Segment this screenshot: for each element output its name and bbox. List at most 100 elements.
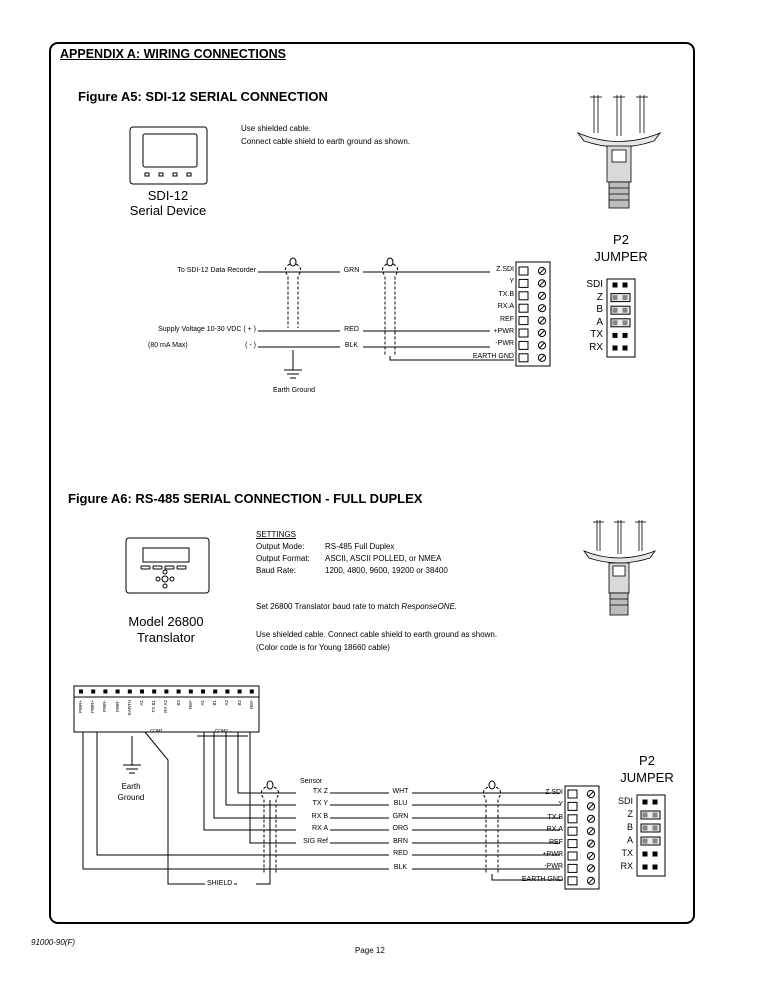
translator-terminal-label: A1	[139, 700, 144, 706]
terminal-label: REF	[500, 315, 514, 323]
sensor-signal-label: TX Y	[312, 800, 328, 807]
terminal-label: RX.A	[497, 303, 514, 311]
figure-a6-title: Figure A6: RS-485 SERIAL CONNECTION - FU…	[68, 491, 423, 506]
supply-max-label: (80 mA Max)	[148, 342, 188, 349]
terminal-label: REF	[549, 838, 563, 846]
setting-label: Output Format:	[256, 554, 310, 563]
terminal-label: RX.A	[546, 826, 563, 834]
jumper-row-label: B	[626, 822, 633, 832]
terminal-label: Y	[509, 278, 514, 286]
supply-voltage-label: Supply Voltage 10-30 VDC ( + )	[158, 326, 256, 333]
sensor-signal-label: TX Z	[312, 788, 328, 795]
screw-slot	[539, 292, 545, 299]
terminal-label: EARTH GND	[472, 352, 514, 360]
jumper-row-label: RX	[589, 342, 603, 353]
jumper-pin	[642, 799, 648, 805]
sdi12-device-icon	[129, 126, 208, 185]
terminal-slot	[567, 839, 578, 849]
screw-slot	[588, 803, 594, 810]
jumper-pin	[642, 864, 648, 870]
terminal-slot	[567, 826, 578, 836]
a5-note-line2: Connect cable shield to earth ground as …	[241, 137, 410, 146]
settings-heading: SETTINGS	[256, 530, 297, 539]
screw-slot	[539, 305, 545, 312]
wire-color-label: BLK	[393, 864, 408, 871]
setting-value: RS-485 Full Duplex	[325, 542, 395, 551]
a5-jumper-subtitle: JUMPER	[594, 249, 648, 264]
jumper-pin	[642, 851, 648, 857]
jumper-row-label: A	[626, 835, 633, 845]
translator-device-icon	[125, 537, 210, 594]
terminal-screw-icon	[537, 304, 547, 313]
jumper-shunt	[610, 318, 631, 328]
figure-a5-title: Figure A5: SDI-12 SERIAL CONNECTION	[78, 89, 328, 104]
screw-slot	[539, 280, 545, 287]
screw-slot	[588, 815, 594, 822]
terminal-screw-icon	[537, 341, 547, 350]
rs485-wiring	[82, 731, 563, 885]
terminal-screw-icon	[586, 839, 596, 848]
translator-label: Model 26800	[128, 614, 204, 629]
translator-terminal-label: A1	[200, 700, 205, 706]
terminal-slot	[567, 814, 578, 824]
jumper-row-label: SDI	[617, 796, 633, 806]
translator-terminal-label: B1	[212, 700, 218, 706]
translator-terminal-label: PWR+	[90, 700, 96, 714]
terminal-screw-icon	[537, 316, 547, 325]
to-recorder-label: To SDI-12 Data Recorder	[177, 267, 256, 274]
jumper-pin	[612, 282, 618, 288]
wire-color-label: ORG	[392, 825, 409, 832]
terminal-label: -PWR	[495, 340, 514, 348]
cable-note-line2: (Color code is for Young 18660 cable)	[256, 643, 390, 652]
strip-screw	[103, 689, 108, 694]
translator-terminal-label: PWR-	[114, 700, 120, 712]
jumper-row-label: A	[596, 316, 603, 328]
strip-screw	[213, 689, 218, 694]
terminal-label: +PWR	[542, 851, 563, 858]
terminal-slot	[518, 291, 529, 301]
jumper-pin	[622, 282, 628, 288]
terminal-screw-icon	[586, 789, 596, 799]
terminal-slot	[518, 266, 529, 276]
setting-value: ASCII, ASCII POLLED, or NMEA	[325, 554, 442, 563]
a6-ground-label: Ground	[117, 793, 145, 802]
rs485-jumper-icon	[636, 794, 666, 877]
terminal-label: EARTH GND	[521, 875, 563, 883]
terminal-slot	[518, 278, 529, 288]
sensor-heading: Sensor	[300, 778, 323, 785]
terminal-slot	[567, 789, 578, 799]
translator-terminal-strip	[73, 685, 260, 733]
terminal-screw-icon	[586, 802, 596, 811]
supply-minus-label: ( - )	[245, 342, 256, 349]
jumper-pin	[622, 332, 628, 338]
strip-screw	[140, 689, 144, 694]
terminal-slot	[518, 353, 529, 363]
translator-terminal-label: REF	[187, 700, 193, 709]
terminal-slot	[567, 876, 578, 886]
strip-screw	[164, 689, 169, 694]
terminal-label: TX.B	[498, 290, 514, 298]
setting-value: 1200, 4800, 9600, 19200 or 38400	[325, 566, 448, 575]
terminal-screw-icon	[586, 851, 596, 861]
sdi12-device-sublabel: Serial Device	[129, 203, 207, 218]
wire-color-label: BLU	[393, 800, 408, 807]
strip-screw	[237, 689, 242, 694]
screw-slot	[588, 828, 594, 835]
a6-jumper-subtitle: JUMPER	[620, 770, 674, 785]
appendix-frame	[49, 42, 695, 924]
translator-terminal-label: RX A2	[163, 700, 169, 713]
a6-earth-label: Earth	[121, 782, 141, 791]
translator-terminal-label: PWR+	[78, 700, 83, 714]
terminal-label: +PWR	[493, 328, 514, 335]
com1-label: COM1	[150, 728, 164, 733]
strip-screw	[79, 689, 83, 694]
terminal-screw-icon	[586, 814, 596, 823]
terminal-slot	[518, 328, 529, 338]
sdi12-device-label: SDI-12	[147, 188, 189, 203]
sensor-signal-label: SIG Ref	[303, 838, 328, 845]
a5-jumper-title: P2	[613, 232, 629, 247]
setting-label: Output Mode:	[256, 542, 305, 551]
wire-color-label: RED	[393, 850, 408, 857]
screw-slot	[588, 877, 594, 884]
screw-slot	[539, 342, 545, 349]
